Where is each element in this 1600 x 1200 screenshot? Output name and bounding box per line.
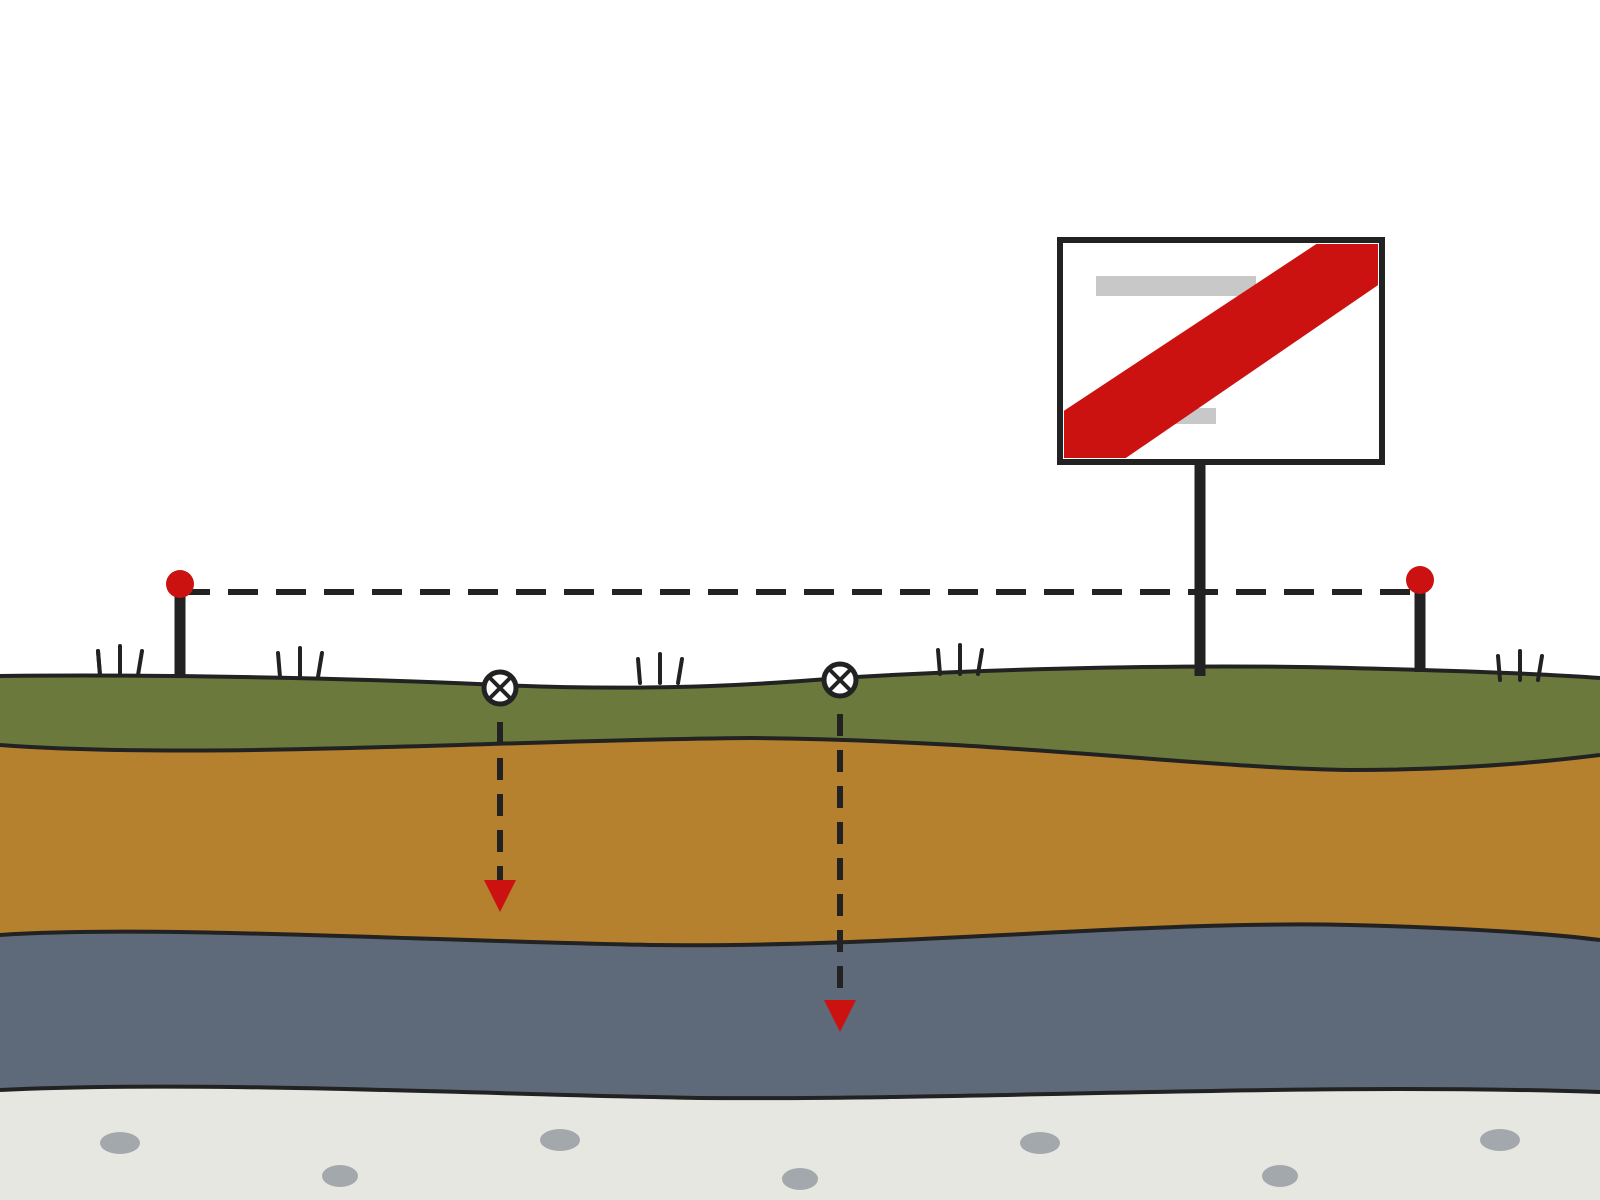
survey-marker-left [166, 570, 194, 676]
clay-bedrock-boundary [0, 1084, 1600, 1101]
topsoil-layer [0, 666, 1600, 770]
grass-icon [1496, 649, 1544, 682]
layer-boundaries [0, 664, 1600, 1101]
sign-text-placeholder [1096, 276, 1256, 296]
pebble [1262, 1165, 1298, 1187]
bedrock-layer [0, 1086, 1600, 1200]
end-of-zone-sign [1057, 237, 1385, 465]
grass-icon [276, 646, 324, 679]
probe-cross [828, 668, 852, 692]
marker-ball-icon [166, 570, 194, 598]
topsoil-subsoil-boundary [0, 735, 1600, 773]
probe-deep [821, 661, 859, 1032]
grass-icon [636, 652, 684, 685]
survey-marker-right [1406, 566, 1434, 672]
pebbles [100, 1129, 1520, 1190]
grass-icon [96, 644, 144, 677]
subsoil-layer [0, 738, 1600, 946]
grass-icon [936, 643, 984, 676]
depth-arrow-icon [824, 1000, 856, 1032]
marker-ball-icon [1406, 566, 1434, 594]
subsoil-clay-boundary [0, 922, 1600, 948]
pebble [540, 1129, 580, 1151]
pebble [782, 1168, 818, 1190]
pebble [1480, 1129, 1520, 1151]
probe-shallow [481, 669, 519, 912]
pebble [100, 1132, 140, 1154]
probe-cross [488, 676, 512, 700]
grass-tufts [96, 643, 1544, 685]
pebble [1020, 1132, 1060, 1154]
depth-arrow-icon [484, 880, 516, 912]
pebble [322, 1165, 358, 1187]
sign-stripe [1064, 244, 1378, 458]
clay-layer [0, 924, 1600, 1099]
